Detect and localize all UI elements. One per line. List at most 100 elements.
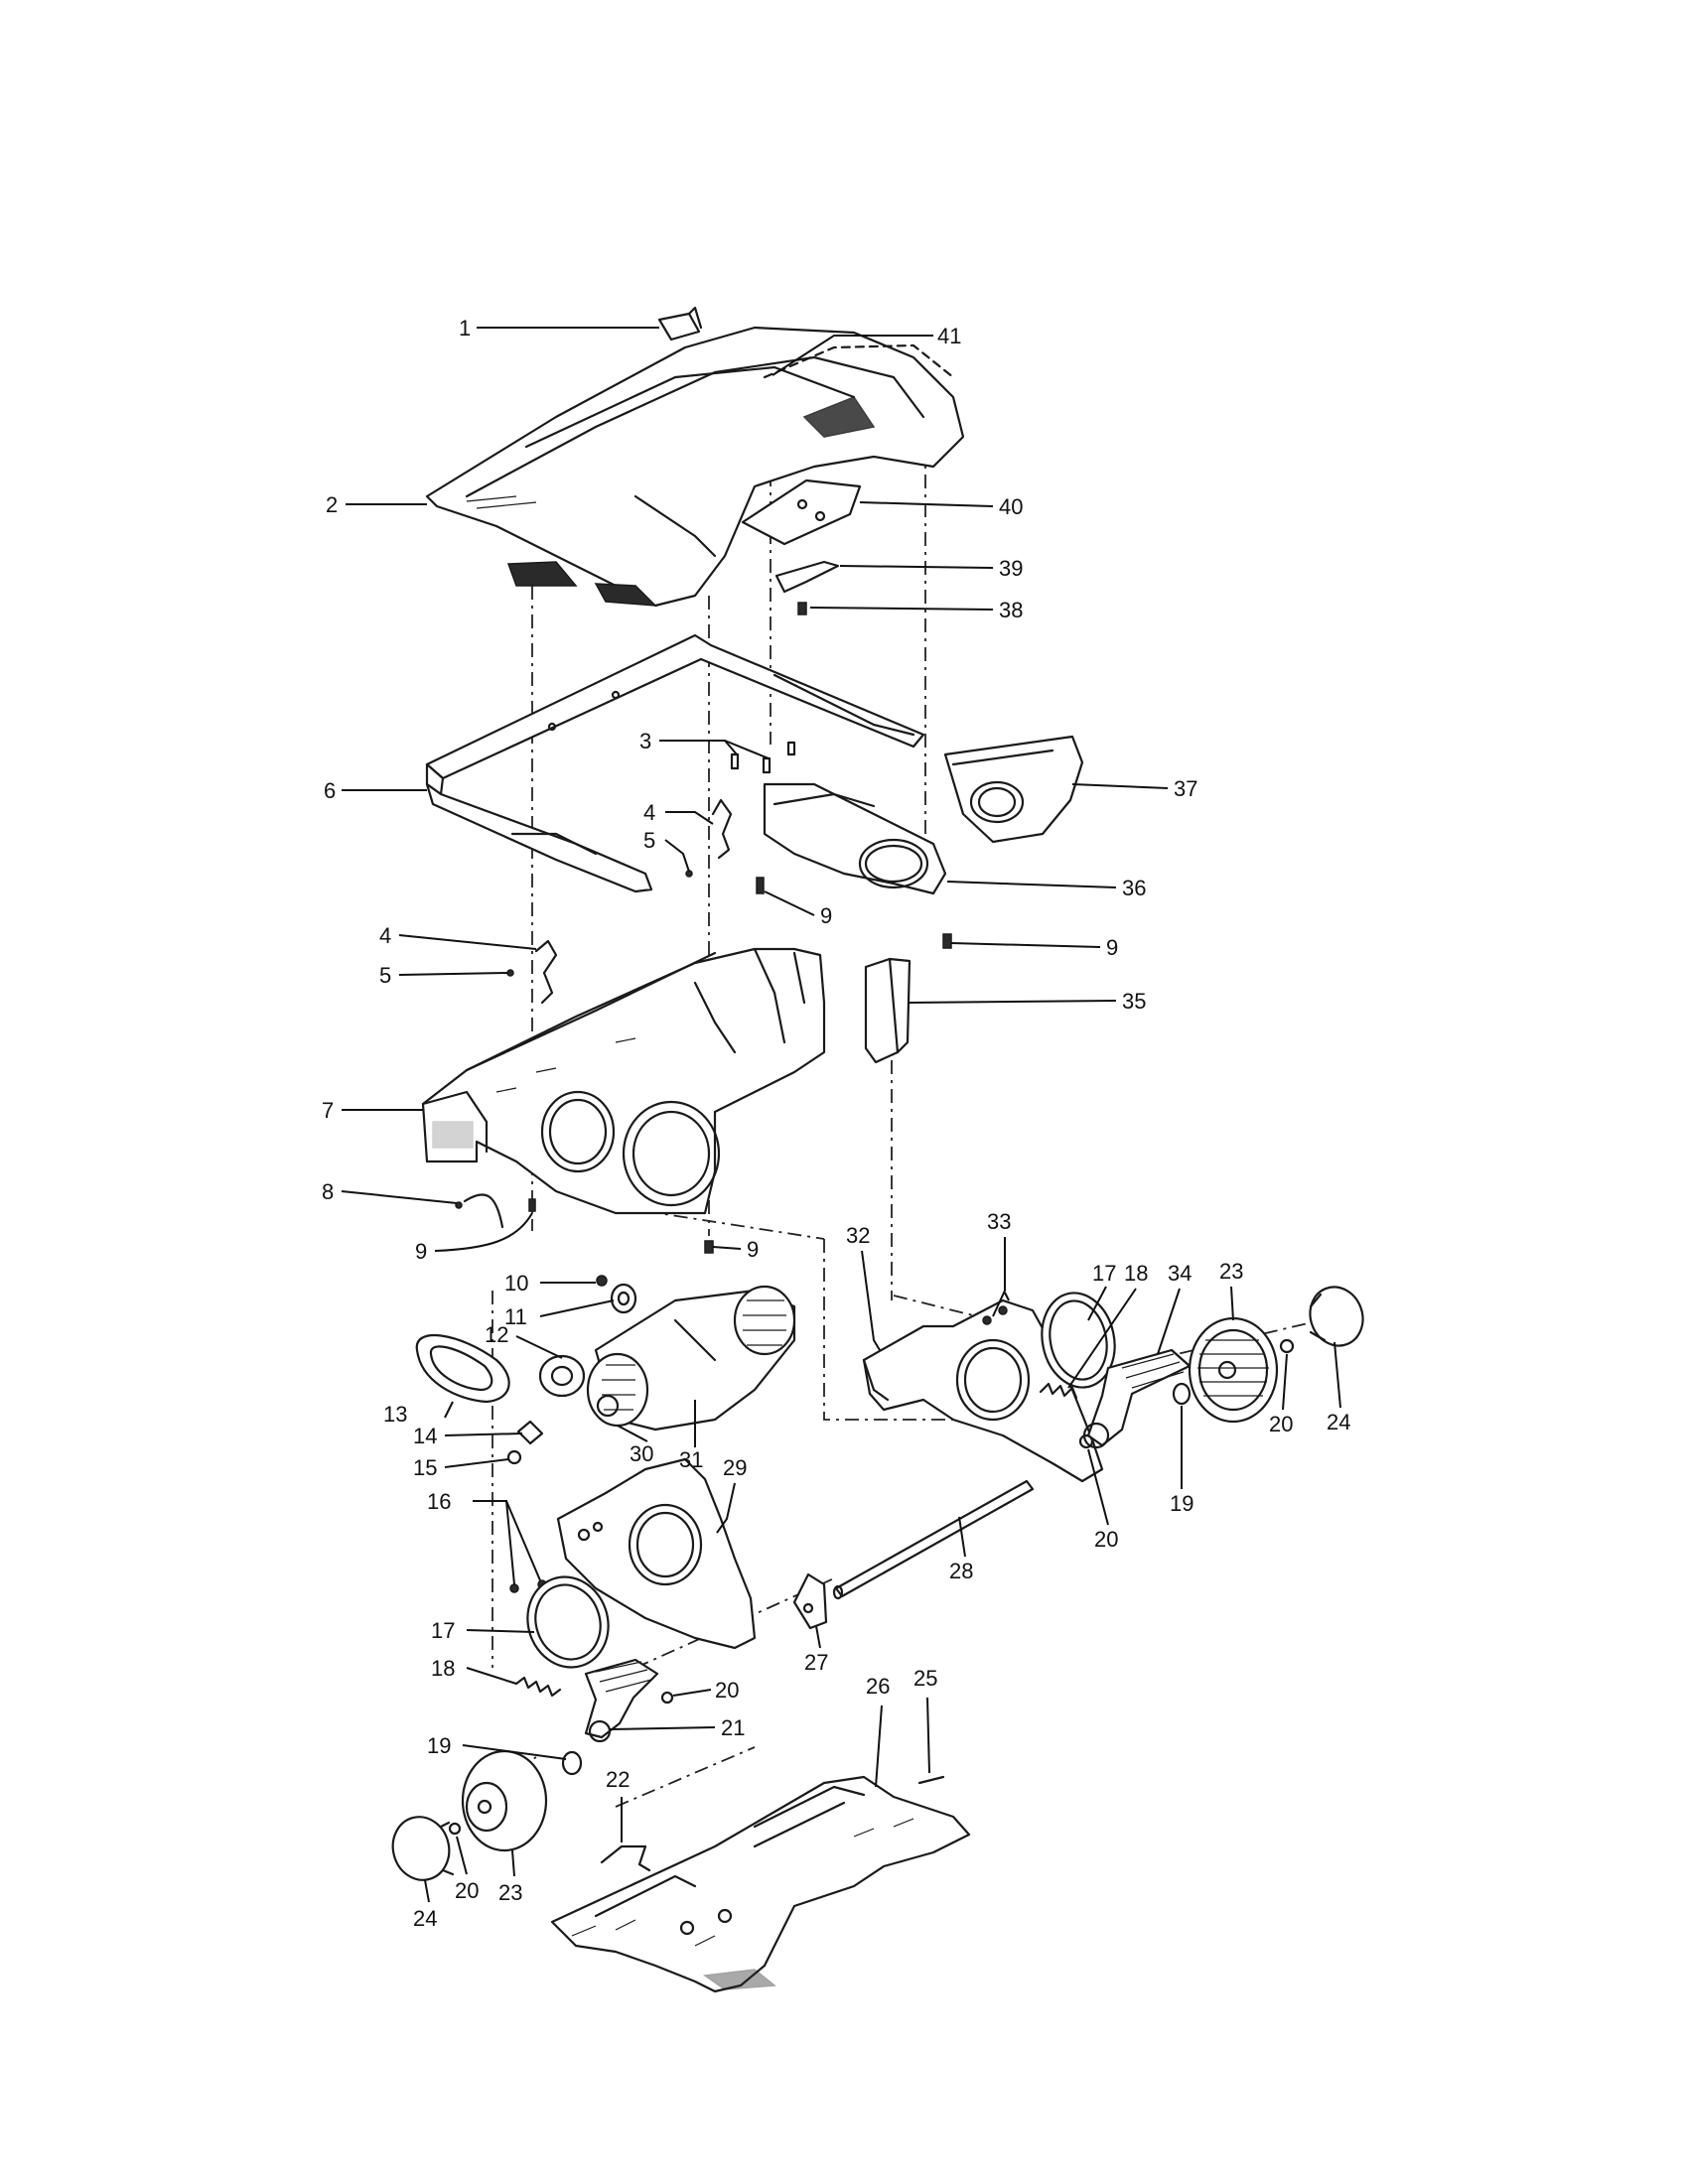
part-9-screw-c (528, 1198, 536, 1212)
part-7-main-body (421, 947, 826, 1215)
callout-19-a: 19 (1170, 1491, 1193, 1516)
callout-18-lower: 18 (431, 1656, 455, 1681)
callout-12: 12 (485, 1322, 508, 1347)
part-15-nut (506, 1449, 522, 1465)
part-37-duct (943, 735, 1084, 844)
callout-8: 8 (322, 1179, 334, 1204)
callout-37: 37 (1174, 776, 1197, 801)
callout-25: 25 (913, 1666, 937, 1691)
part-2-hood-cover (425, 326, 965, 608)
callout-2: 2 (326, 492, 338, 517)
callout-6: 6 (324, 778, 336, 803)
part-12-pulley (538, 1354, 586, 1398)
callout-15: 15 (413, 1455, 437, 1480)
callout-20-c: 20 (715, 1678, 739, 1703)
callout-13: 13 (383, 1402, 407, 1427)
part-22-clip (600, 1844, 651, 1872)
part-24-hubcap-upper (1309, 1286, 1364, 1347)
part-40-plate (741, 478, 862, 546)
part-19-washer-a (1172, 1382, 1192, 1406)
part-36-housing-plate (763, 782, 947, 895)
callout-34: 34 (1168, 1261, 1192, 1286)
callout-4-upper: 4 (643, 800, 655, 825)
callout-9-a: 9 (820, 903, 832, 928)
part-6-frame (425, 633, 925, 893)
callout-1: 1 (459, 316, 471, 341)
callout-23-lower: 23 (498, 1880, 522, 1905)
part-17-ring-lower (526, 1575, 610, 1669)
part-33-screws (982, 1305, 1008, 1325)
part-1-switch-button (657, 306, 703, 341)
callout-7: 7 (322, 1098, 334, 1123)
callout-17-lower: 17 (431, 1618, 455, 1643)
callout-labels: 1 2 41 40 39 38 6 3 37 4 5 9 36 4 5 9 35… (322, 316, 1350, 1931)
part-4-clip-lower (534, 939, 558, 1005)
callout-10: 10 (504, 1271, 528, 1296)
callout-23-upper: 23 (1219, 1259, 1243, 1284)
callout-9-d: 9 (747, 1237, 759, 1262)
callout-4-lower: 4 (379, 923, 391, 948)
callout-32: 32 (846, 1223, 870, 1248)
callout-35: 35 (1122, 989, 1146, 1014)
callout-16: 16 (427, 1489, 451, 1514)
part-23-wheel-upper (1188, 1316, 1279, 1424)
callout-3: 3 (639, 729, 651, 753)
callout-5-upper: 5 (643, 828, 655, 853)
callout-29: 29 (723, 1455, 747, 1480)
part-9-screw-d (704, 1240, 714, 1254)
part-26-base-plate (550, 1775, 971, 1993)
callout-20-b: 20 (1094, 1527, 1118, 1552)
part-41-rear-hood-cover (763, 343, 955, 438)
part-23-wheel-lower (461, 1749, 548, 1852)
callout-19-b: 19 (427, 1733, 451, 1758)
callout-36: 36 (1122, 876, 1146, 900)
part-31-motor-assembly (586, 1285, 796, 1432)
callout-24-lower: 24 (413, 1906, 437, 1931)
part-18-spring-lower (514, 1676, 562, 1698)
callout-17-upper: 17 (1092, 1261, 1116, 1286)
part-25-pin (917, 1775, 945, 1785)
part-38-screw (797, 602, 807, 615)
part-19-washer-b (561, 1750, 583, 1776)
callout-20-a: 20 (1269, 1412, 1293, 1436)
part-28-axle (832, 1479, 1035, 1600)
callout-21: 21 (721, 1715, 745, 1740)
callout-14: 14 (413, 1424, 437, 1448)
callout-11: 11 (504, 1304, 527, 1329)
callout-26: 26 (866, 1674, 890, 1699)
callout-38: 38 (999, 598, 1023, 622)
part-8-clip (455, 1193, 504, 1229)
part-20-washer-c (660, 1691, 674, 1705)
callout-9-c: 9 (415, 1239, 427, 1264)
callout-18-upper: 18 (1124, 1261, 1148, 1286)
part-21-pedal-lower (584, 1658, 659, 1743)
callout-39: 39 (999, 556, 1023, 581)
part-27-bracket (792, 1572, 828, 1630)
callout-40: 40 (999, 494, 1023, 519)
part-20-washer-b (1078, 1433, 1094, 1449)
callout-33: 33 (987, 1209, 1011, 1234)
callout-30: 30 (630, 1441, 653, 1466)
part-18-spring-upper (1039, 1382, 1078, 1400)
part-13-belt (415, 1334, 510, 1404)
part-35-bracket (864, 957, 912, 1064)
callout-31: 31 (679, 1447, 703, 1472)
part-14-washer (516, 1420, 544, 1445)
part-39-clip (774, 560, 840, 594)
part-24-hubcap-lower (391, 1816, 455, 1881)
callout-22: 22 (606, 1767, 630, 1792)
callout-28: 28 (949, 1559, 973, 1583)
leader-lines (341, 327, 1341, 1903)
part-20-washer-d (448, 1822, 462, 1836)
callout-20-d: 20 (455, 1878, 479, 1903)
part-11-bearing (610, 1283, 637, 1314)
callout-27: 27 (804, 1650, 828, 1675)
part-9-screw-a (756, 877, 765, 894)
part-20-washer-a (1279, 1338, 1295, 1354)
callout-24-upper: 24 (1327, 1410, 1350, 1434)
part-29-side-plate (556, 1457, 757, 1650)
callout-41: 41 (937, 324, 961, 348)
callout-5-lower: 5 (379, 963, 391, 988)
part-10-screw (596, 1275, 608, 1287)
